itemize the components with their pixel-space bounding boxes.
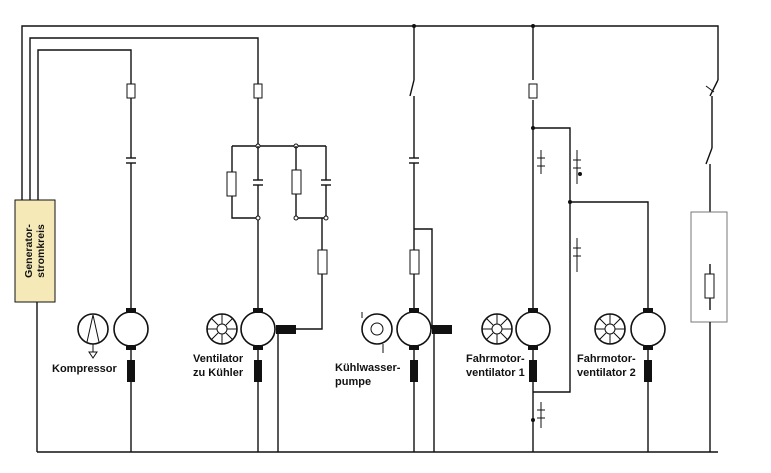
fan-icon bbox=[481, 313, 513, 345]
pump-icon bbox=[361, 312, 393, 353]
resistor-box bbox=[690, 211, 728, 323]
pumpe-motor bbox=[396, 311, 432, 347]
fahr2-label-1: Fahrmotor- bbox=[577, 353, 636, 365]
fahr1-label-2: ventilator 1 bbox=[466, 367, 525, 379]
right-branch bbox=[690, 79, 728, 452]
generator-block: Generator- stromkreis bbox=[14, 199, 56, 452]
generator-label-2: stromkreis bbox=[35, 224, 47, 278]
ventilator-label-1: Ventilator bbox=[193, 353, 244, 365]
kompressor-motor bbox=[113, 311, 149, 347]
ventilator-label-2: zu Kühler bbox=[193, 367, 244, 379]
fahr2-label-2: ventilator 2 bbox=[577, 367, 636, 379]
fan-icon bbox=[206, 313, 238, 345]
fuse bbox=[126, 83, 136, 99]
fahrmotor-branch: Fahrmotor- ventilator 1 Fahrmotor- venti… bbox=[466, 24, 666, 452]
fan-icon bbox=[594, 313, 626, 345]
fahrmotor1-motor bbox=[515, 311, 551, 347]
ventilator-branch: Ventilator zu Kühler bbox=[193, 83, 331, 452]
fahr1-label-1: Fahrmotor- bbox=[466, 353, 525, 365]
pumpe-label-1: Kühlwasser- bbox=[335, 362, 401, 374]
kompressor-branch: Kompressor bbox=[52, 83, 149, 452]
ventilator-motor bbox=[240, 311, 276, 347]
fahrmotor2-motor bbox=[630, 311, 666, 347]
compressor-icon bbox=[77, 313, 109, 345]
top-bus bbox=[21, 25, 719, 200]
generator-label-1: Generator- bbox=[23, 224, 35, 278]
kompressor-label: Kompressor bbox=[52, 363, 118, 375]
pumpe-branch: Kühlwasser- pumpe bbox=[335, 24, 452, 452]
pumpe-label-2: pumpe bbox=[335, 376, 371, 388]
